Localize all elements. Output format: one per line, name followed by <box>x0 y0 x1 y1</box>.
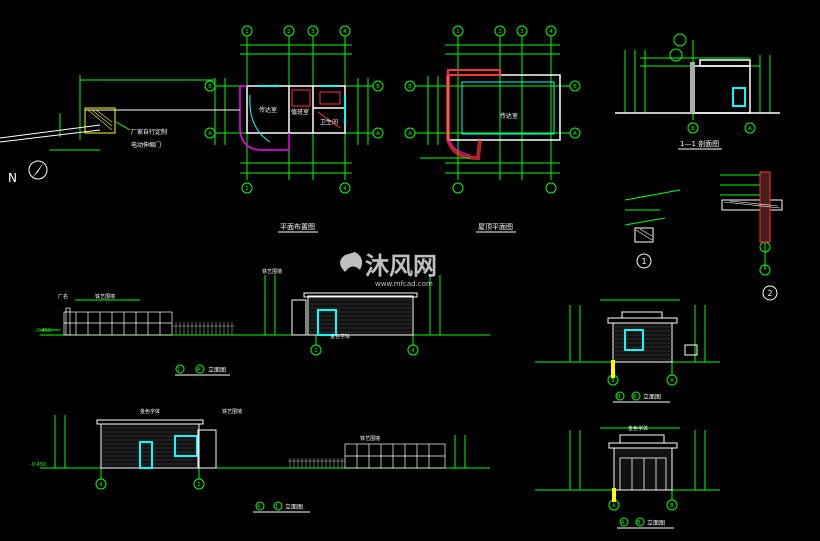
detail-2: 2 <box>720 171 783 301</box>
room-label: 值班室 <box>291 108 309 116</box>
roof-plan: 1 2 3 4 B A B A 传达室 屋顶平面图 <box>404 25 581 233</box>
axis-label: A <box>748 126 752 132</box>
axis-label: 1 <box>314 348 317 354</box>
axis-label: 4 <box>257 504 260 510</box>
axis-label: A <box>208 131 212 137</box>
level-label: -0.450 <box>30 462 46 468</box>
axis-label: 1 <box>177 367 180 373</box>
axis-label: B <box>691 126 695 132</box>
axis-label: 1 <box>197 482 200 488</box>
watermark: 沐风网 www.mfcad.com <box>340 252 437 288</box>
roof-room-label: 传达室 <box>500 112 518 120</box>
roof-title: 屋顶平面图 <box>478 223 513 231</box>
axis-label: 4 <box>99 482 102 488</box>
detail-label: 2 <box>767 289 772 298</box>
elevation-title: 立面图 <box>285 503 303 511</box>
axis-label: A <box>612 503 616 509</box>
axis-label: B <box>670 503 674 509</box>
elevation-title: 立面图 <box>643 393 661 401</box>
room-label: 卫生间 <box>320 118 338 126</box>
axis-label: 1 <box>456 29 459 35</box>
axis-label: 3 <box>311 29 314 35</box>
axis-label: 4 <box>197 367 200 373</box>
axis-label: 1 <box>245 186 248 192</box>
axis-label: 2 <box>287 29 290 35</box>
axis-label: 4 <box>343 29 346 35</box>
roof-note: 金色字体 <box>628 425 648 432</box>
floor-plan: 1 2 3 4 1 4 B A B A <box>0 25 384 233</box>
axis-label: A <box>633 394 637 400</box>
axis-label: 4 <box>343 186 346 192</box>
axis-label: 3 <box>520 29 523 35</box>
axis-label: B <box>573 84 577 90</box>
fence-label: 铁艺围墙 <box>262 268 282 275</box>
section-title: 1—1 剖面图 <box>680 139 719 148</box>
axis-label: A <box>376 131 380 137</box>
axis-label: 4 <box>549 29 552 35</box>
elevation-title: 立面图 <box>208 366 226 374</box>
axis-label: 2 <box>498 29 501 35</box>
section-1-1: B A 1—1 剖面图 <box>615 33 780 150</box>
elevation-4-1: 4 1 金色字体 铁艺围墙 铁艺围墙 -0.450 <box>30 408 490 513</box>
roof-note: 金色字体 <box>140 408 160 415</box>
watermark-url: www.mfcad.com <box>375 280 433 288</box>
room-label: 传达室 <box>259 106 277 114</box>
axis-label: B <box>208 84 212 90</box>
fence-label: 铁艺围墙 <box>95 293 115 300</box>
elevation-a-b: A B 金色字体 A B 立面图 <box>535 425 720 529</box>
watermark-text: 沐风网 <box>365 252 437 280</box>
elevation-b-a: B A B A 立面图 <box>535 299 720 403</box>
plan-walls <box>246 85 346 134</box>
detail-label: 1 <box>641 257 646 266</box>
axis-label: B <box>408 84 412 90</box>
fence-label: 铁艺围墙 <box>360 435 380 442</box>
axis-label: 4 <box>411 348 414 354</box>
axis-label: B <box>617 394 621 400</box>
axis-label: B <box>611 378 615 384</box>
axis-label: A <box>573 131 577 137</box>
north-label: N <box>8 171 17 185</box>
level-label: -0.450 <box>35 328 51 334</box>
elevation-title: 立面图 <box>647 519 665 527</box>
gate-note: 电动伸缩门 <box>131 141 161 149</box>
factory-label: 厂名 <box>58 293 68 300</box>
plan-title: 平面布置图 <box>280 222 315 231</box>
fence-label: 铁艺围墙 <box>222 408 242 415</box>
axis-label: A <box>621 520 625 526</box>
axis-label: A <box>408 131 412 137</box>
gate-note: 厂家自行定制 <box>131 128 167 136</box>
elevation-1-4: 1 4 厂名 铁艺围墙 铁艺围墙 金色字体 -0 <box>35 268 490 376</box>
axis-label: B <box>637 520 641 526</box>
axis-label: 1 <box>275 504 278 510</box>
axis-label: B <box>376 84 380 90</box>
axis-label: A <box>670 378 674 384</box>
axis-label: 1 <box>245 29 248 35</box>
detail-1: 1 <box>624 189 681 269</box>
base-label: 金色字体 <box>330 333 350 340</box>
